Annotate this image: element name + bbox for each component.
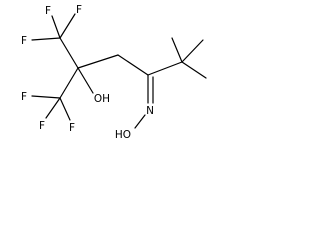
atom-label-f4: F: [21, 91, 27, 103]
bond-ch2-cn: [117, 54, 149, 76]
bond-ctbu-me1: [171, 37, 183, 63]
structure-diagram: F F F F F F OH HO N: [0, 0, 226, 158]
bond-cf3a-f1: [51, 15, 61, 39]
atom-label-f5: F: [39, 120, 45, 132]
atom-label-oh: OH: [94, 93, 110, 105]
atom-label-f6: F: [69, 122, 75, 134]
atom-label-f1: F: [45, 5, 51, 17]
bond-cn-ctbu: [147, 61, 183, 76]
bond-cf3a-f3: [31, 37, 61, 41]
bond-n-o: [134, 114, 146, 129]
atom-label-f3: F: [21, 35, 27, 47]
atom-label-layer: F F F F F F OH HO N: [21, 4, 154, 141]
bond-cf3a-cq: [59, 37, 79, 69]
atom-label-f2: F: [76, 4, 82, 16]
atom-label-n: N: [146, 105, 154, 117]
bond-cq-oh: [77, 67, 94, 94]
atom-label-ho: HO: [115, 129, 131, 141]
bond-cf3b-f5: [45, 97, 61, 119]
bond-cf3b-f6: [59, 97, 71, 121]
bond-cq-ch2: [77, 54, 119, 69]
bond-layer: [31, 13, 207, 129]
molecule-drawing: F F F F F F OH HO N: [21, 4, 207, 141]
bond-cf3b-f4: [31, 95, 61, 99]
bond-cq-cf3b: [59, 67, 79, 99]
bond-cf3a-f2: [59, 13, 76, 39]
bond-ctbu-me3: [181, 61, 207, 79]
bond-ctbu-me2: [181, 39, 204, 63]
